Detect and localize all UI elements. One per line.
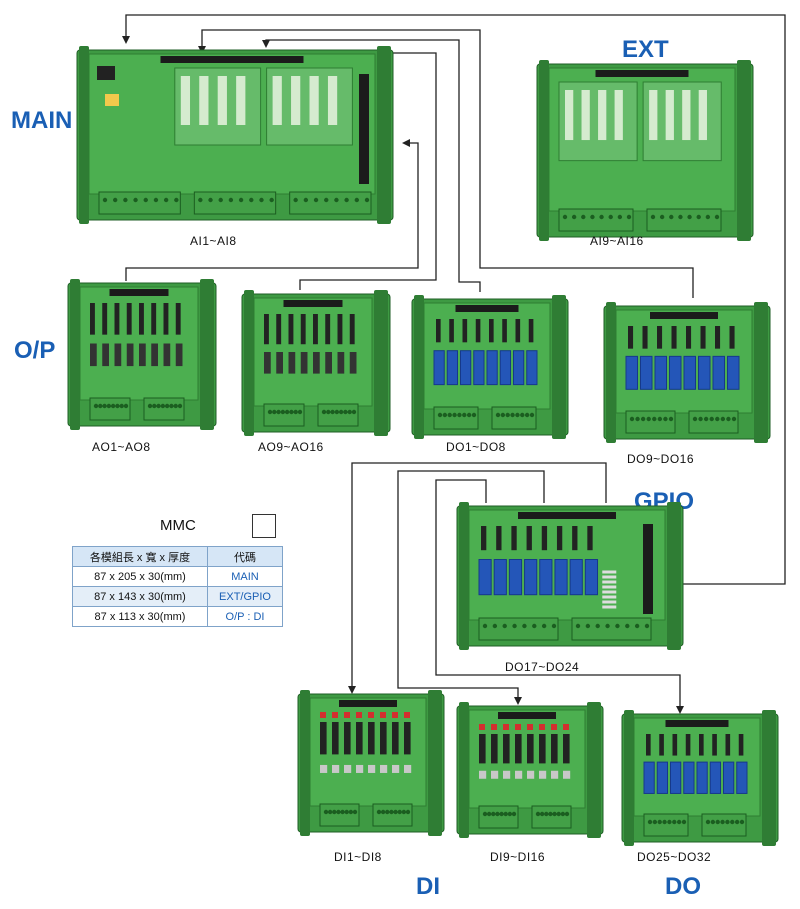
table-cell: MAIN xyxy=(207,566,283,587)
board-do2 xyxy=(602,300,772,445)
table-cell: 87 x 113 x 30(mm) xyxy=(72,606,208,627)
board-gpio xyxy=(455,500,685,652)
board-image xyxy=(621,710,779,846)
group-title-op: O/P xyxy=(14,337,56,364)
table-row: 87 x 113 x 30(mm) O/P : DI xyxy=(72,606,283,627)
wire-gpio-to-main xyxy=(122,14,786,585)
caption-ao2: AO9~AO16 xyxy=(258,440,324,454)
board-image xyxy=(411,295,569,439)
table-header: 代碼 xyxy=(207,546,283,567)
caption-do2: DO9~DO16 xyxy=(627,452,695,466)
group-title-do: DO xyxy=(665,873,701,900)
board-ext xyxy=(535,58,755,243)
legend-label: MMC xyxy=(160,517,196,534)
board-main xyxy=(75,44,395,226)
caption-di2: DI9~DI16 xyxy=(490,850,546,864)
wire-main-to-ao1 xyxy=(125,139,419,281)
board-image xyxy=(76,46,394,224)
board-do1 xyxy=(410,293,570,441)
wire-main-to-do1 xyxy=(262,39,481,292)
group-title-di: DI xyxy=(416,873,440,900)
caption-do4: DO25~DO32 xyxy=(637,850,712,864)
board-image xyxy=(297,690,445,836)
table-cell: 87 x 143 x 30(mm) xyxy=(72,586,208,607)
table-header-row: 各模組長 x 寬 x 厚度 代碼 xyxy=(72,546,283,567)
board-image xyxy=(603,302,771,443)
wire-gpio-to-do4 xyxy=(435,479,684,714)
table-row: 87 x 143 x 30(mm) EXT/GPIO xyxy=(72,586,283,607)
board-image xyxy=(456,502,684,650)
wire-gpio-to-di2 xyxy=(397,470,545,705)
table-cell: O/P : DI xyxy=(207,606,283,627)
board-image xyxy=(67,279,217,430)
table-cell: 87 x 205 x 30(mm) xyxy=(72,566,208,587)
table-cell: EXT/GPIO xyxy=(207,586,283,607)
board-image xyxy=(241,290,391,436)
board-do4 xyxy=(620,708,780,848)
caption-gpio: DO17~DO24 xyxy=(505,660,580,674)
dimension-table: 各模組長 x 寬 x 厚度 代碼 87 x 205 x 30(mm) MAIN … xyxy=(72,546,283,627)
table-header: 各模組長 x 寬 x 厚度 xyxy=(72,546,208,567)
caption-main: AI1~AI8 xyxy=(190,234,237,248)
board-image xyxy=(536,60,754,241)
legend-swatch xyxy=(252,514,276,538)
group-title-main: MAIN xyxy=(11,107,73,134)
caption-di1: DI1~DI8 xyxy=(334,850,382,864)
caption-do1: DO1~DO8 xyxy=(446,440,506,454)
board-image xyxy=(456,702,604,838)
caption-ao1: AO1~AO8 xyxy=(92,440,151,454)
table-row: 87 x 205 x 30(mm) MAIN xyxy=(72,566,283,587)
caption-ext: AI9~AI16 xyxy=(590,234,644,248)
board-ao1 xyxy=(66,277,218,432)
group-title-ext: EXT xyxy=(622,36,669,63)
board-di1 xyxy=(296,688,446,838)
board-di2 xyxy=(455,700,605,840)
wire-gpio-to-di1 xyxy=(348,462,607,694)
board-ao2 xyxy=(240,288,392,438)
wire-main-to-do2 xyxy=(198,29,694,298)
